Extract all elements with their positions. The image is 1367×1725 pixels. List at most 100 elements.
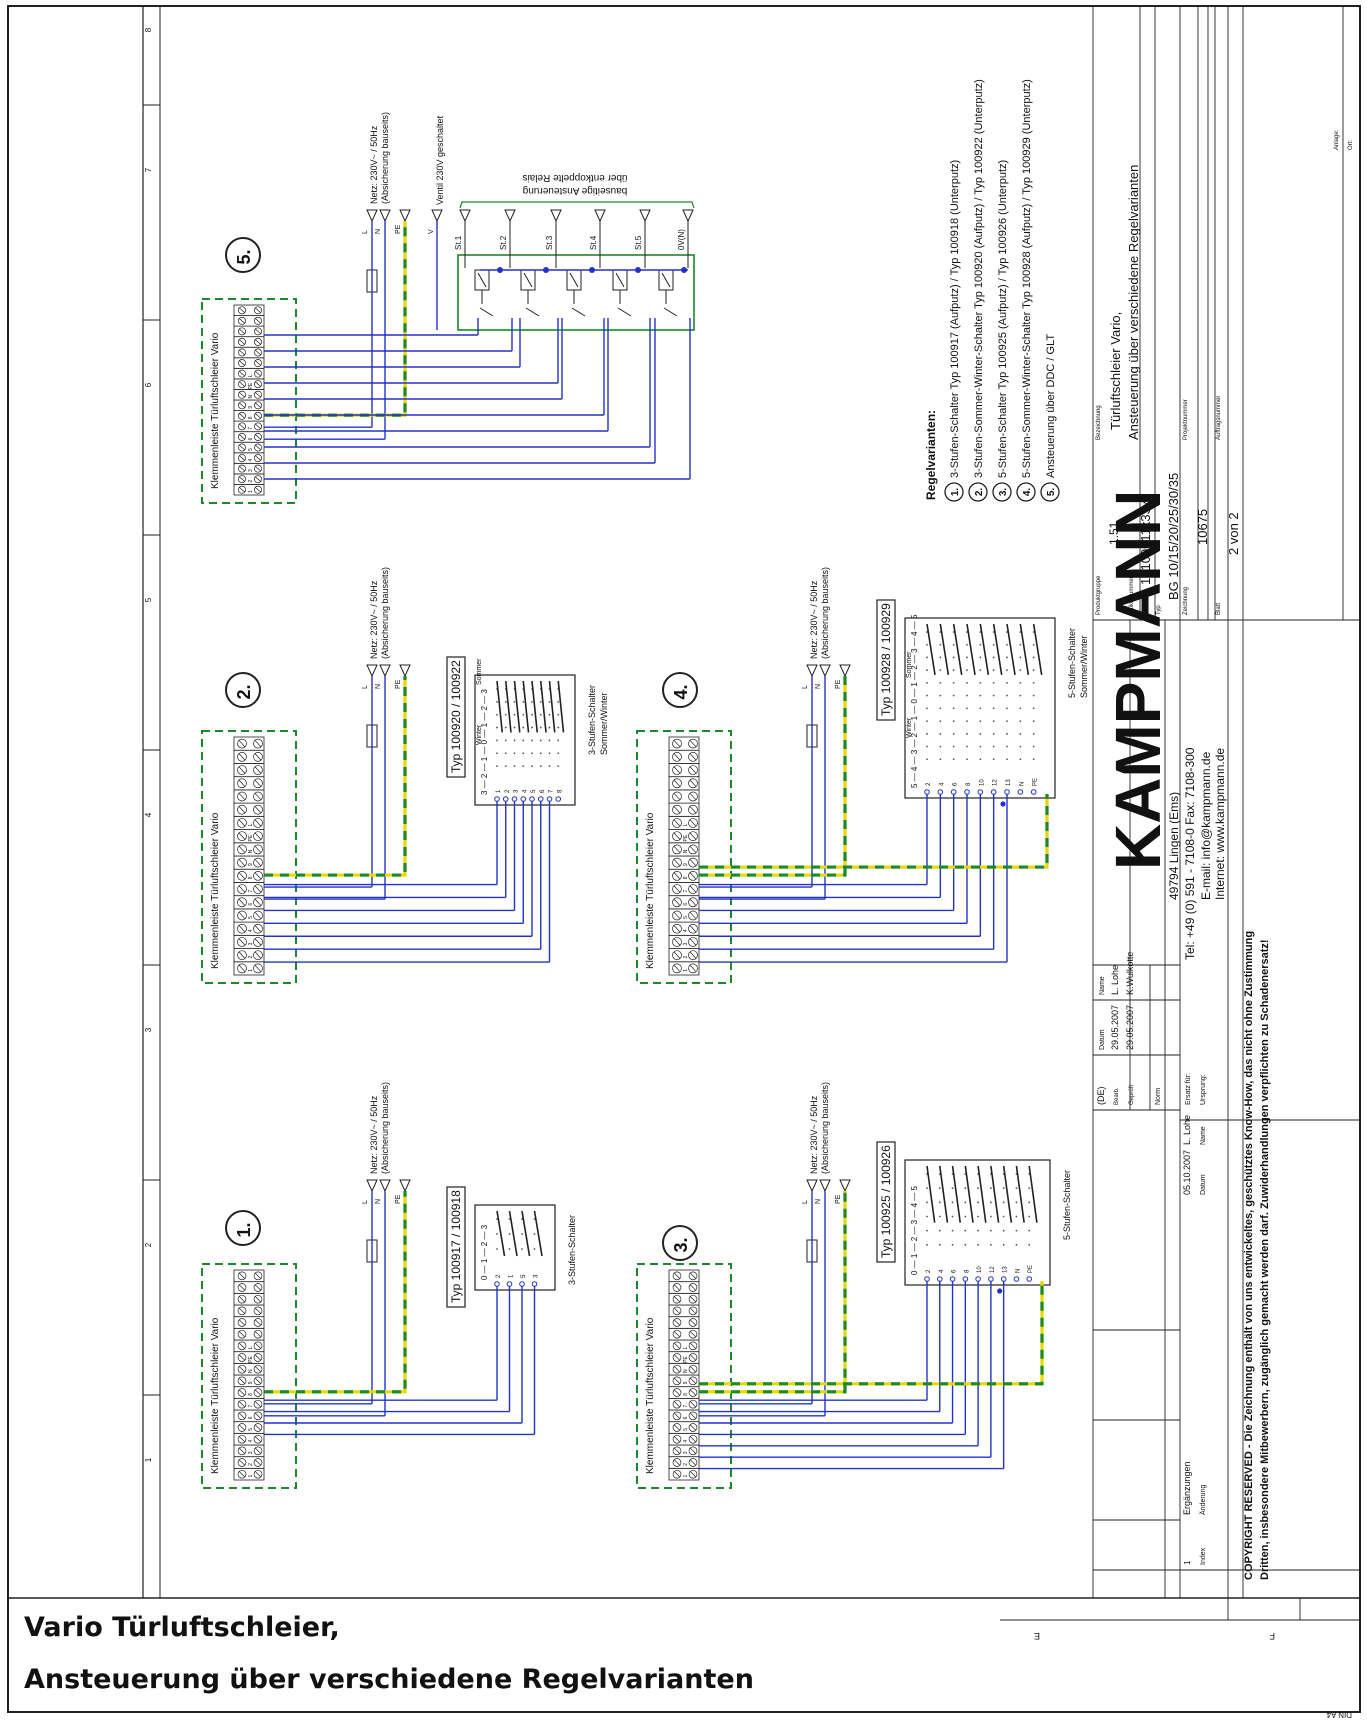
- switch-cam-bar: [1019, 623, 1030, 676]
- terminal-block-title: Klemmenleiste Türluftschleier Vario: [645, 812, 656, 969]
- switch-grid-dot: [531, 739, 533, 742]
- switch-grid-dot: [966, 669, 968, 672]
- produktgruppe: 1.51: [1107, 521, 1121, 545]
- switch-grid-dot: [926, 1229, 928, 1232]
- terminal: [668, 895, 700, 910]
- pe-wire-dash: [699, 1191, 847, 1394]
- switch-grid-dot: [951, 1215, 954, 1218]
- terminal-screw-slot: [254, 1389, 262, 1396]
- terminal: [233, 855, 265, 870]
- terminal-screw-slot: [238, 476, 246, 483]
- switch-contact: [555, 796, 562, 802]
- terminal-screw: [253, 937, 263, 947]
- switch-contact-label: N: [1019, 782, 1025, 786]
- terminal-screw: [672, 1399, 682, 1409]
- terminal-screw: [238, 359, 246, 367]
- terminal-label: PE: [248, 1356, 254, 1363]
- zone-number: 5: [144, 597, 153, 602]
- switch-cam-bar: [548, 680, 556, 733]
- terminal-screw-slot: [238, 370, 246, 377]
- switch-cam-bar: [513, 680, 521, 733]
- bearb-label: Bearb.: [1114, 1087, 1120, 1105]
- switch-cam-bar: [1032, 623, 1043, 676]
- switch-cam-bar: [1015, 1165, 1025, 1223]
- terminal-label: 7: [248, 427, 254, 430]
- caption-title-line-1: Vario Türluftschleier,: [24, 1612, 340, 1643]
- relay-input-label: St.4: [589, 235, 598, 250]
- switch-grid-dot: [1002, 1187, 1005, 1190]
- terminal-screw: [253, 910, 263, 921]
- switch-grid-dot: [926, 758, 928, 761]
- switch-cam-bar: [979, 623, 990, 676]
- switch-grid-dot: [1019, 656, 1022, 659]
- terminal-screw: [253, 1458, 263, 1467]
- switch-type-box: [446, 1186, 466, 1308]
- legend-item: 5-Stufen-Sommer-Winter-Schalter Typ 1009…: [1021, 79, 1033, 478]
- terminal-label: L: [248, 1346, 254, 1349]
- relay-input-arrow: [594, 209, 606, 223]
- terminal-screw-slot: [673, 938, 681, 946]
- switch-grid-dot: [1006, 745, 1008, 748]
- switch-grid-dot: [964, 1229, 967, 1232]
- supply-wire-label: PE: [835, 679, 842, 689]
- switch-grid-dot: [539, 726, 542, 729]
- terminal-label: N: [248, 1369, 254, 1373]
- terminal-label: N: [683, 1369, 689, 1373]
- terminal-screw: [672, 1411, 682, 1421]
- switch-grid-dot: [557, 752, 560, 755]
- terminal-screw: [254, 401, 262, 410]
- terminal-screw-slot: [238, 792, 246, 801]
- supply-label: Netz: 230V~ / 50Hz: [369, 580, 379, 659]
- terminal-screw: [253, 751, 263, 762]
- terminal-screw-slot: [238, 964, 246, 972]
- terminal-screw-slot: [238, 444, 246, 451]
- relay-input-label: 0V(N): [677, 229, 686, 250]
- terminal-screw: [672, 831, 682, 842]
- switch-contact: [1004, 789, 1010, 795]
- terminal-screw-slot: [689, 740, 697, 748]
- terminal-screw-slot: [673, 911, 681, 920]
- terminal-screw: [254, 464, 262, 473]
- terminal-screw: [688, 897, 698, 908]
- terminal-screw: [254, 485, 262, 494]
- terminal-screw-slot: [254, 1330, 262, 1338]
- pe-wire-dash: [264, 676, 407, 877]
- switch-label: 3-Stufen-Schalter: [587, 685, 597, 755]
- terminal-screw: [688, 923, 698, 934]
- terminal-screw-slot: [254, 1295, 262, 1303]
- terminal-screw: [688, 1341, 698, 1351]
- switch-grid-dot: [939, 682, 942, 684]
- zone-number: 2: [144, 1242, 153, 1247]
- terminal-label: 3: [683, 1451, 689, 1454]
- relay-coil-mark: [661, 272, 671, 288]
- terminal-screw-slot: [673, 1319, 681, 1326]
- supply-arrow: [379, 209, 391, 223]
- bearb-name: L. Lohe: [1110, 965, 1120, 995]
- switch-grid-dot: [1028, 1201, 1031, 1204]
- terminal-screw-slot: [238, 1459, 246, 1466]
- switch-grid-dot: [504, 752, 507, 755]
- terminal-screw: [254, 380, 262, 389]
- switch-grid-dot: [1019, 694, 1022, 697]
- variant-number-circle: [225, 672, 261, 708]
- switch-grid-dot: [1032, 707, 1035, 710]
- variant-3: Klemmenleiste Türluftschleier Vario12345…: [636, 1082, 1072, 1489]
- relay-coil-mark: [477, 272, 487, 288]
- supply-wire-label: PE: [395, 679, 402, 689]
- terminal-screw: [672, 1376, 682, 1386]
- switch-contact-label: 10: [977, 1266, 983, 1273]
- supply-arrow: [819, 1179, 831, 1193]
- terminal-screw: [253, 950, 263, 961]
- terminal: [668, 1292, 700, 1306]
- switch-grid-dot: [513, 752, 516, 755]
- copyright-line-1: COPYRIGHT RESERVED - Die Zeichnung enthä…: [1243, 931, 1255, 1580]
- terminal-screw-slot: [254, 951, 262, 959]
- terminal-screw: [253, 765, 263, 775]
- terminal-screw: [688, 937, 698, 947]
- switch-grid-dot: [926, 1201, 928, 1204]
- switch-grid-dot: [979, 656, 982, 659]
- switch-grid-dot: [496, 713, 498, 716]
- zone-number: 6: [144, 382, 153, 387]
- switch-grid-dot: [926, 1243, 928, 1246]
